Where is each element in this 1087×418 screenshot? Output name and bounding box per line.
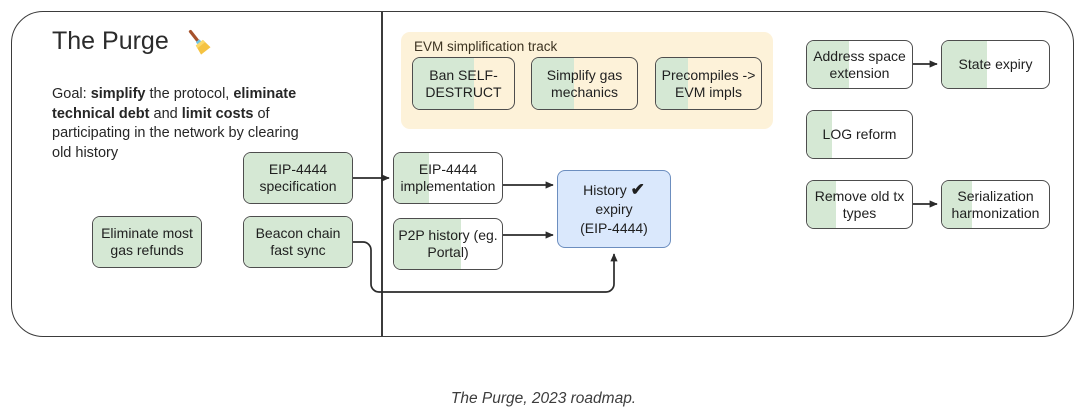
goal-bold-technical-debt: eliminate technical debt: [52, 86, 297, 122]
goal-bold-limit-costs: limit costs: [181, 105, 254, 122]
progress-wash: [807, 181, 837, 228]
progress-wash: [807, 111, 833, 158]
figure-caption: The Purge, 2023 roadmap.: [450, 390, 637, 407]
progress-wash: [942, 41, 987, 88]
node-precompiles-evm-impls[interactable]: Precompiles -> EVM impls: [655, 57, 762, 110]
goal-mid-2: and: [149, 105, 182, 122]
title-row: The Purge: [52, 26, 213, 56]
milestone-line-1: History: [583, 181, 627, 198]
node-label: EIP-4444 specification: [259, 161, 337, 194]
node-address-space-extension[interactable]: Address space extension: [806, 40, 913, 89]
goal-bold-simplify: simplify: [90, 86, 146, 102]
node-state-expiry[interactable]: State expiry: [941, 40, 1050, 89]
node-history-expiry-milestone[interactable]: History ✔ expiry (EIP-4444): [557, 170, 671, 248]
node-eip-4444-implementation[interactable]: EIP-4444 implementation: [393, 152, 503, 204]
node-label: Precompiles -> EVM impls: [661, 66, 756, 100]
node-label: Simplify gas mechanics: [546, 66, 623, 100]
broom-icon: [188, 29, 211, 55]
node-label: P2P history (eg. Portal): [398, 227, 498, 260]
goal-paragraph: Goal: simplify the protocol, eliminate t…: [52, 85, 302, 163]
node-ban-self-destruct[interactable]: Ban SELF-DESTRUCT: [412, 57, 515, 110]
node-label: Eliminate most gas refunds: [101, 225, 193, 258]
node-beacon-chain-fast-sync[interactable]: Beacon chain fast sync: [243, 216, 353, 268]
node-label: Ban SELF-DESTRUCT: [425, 66, 502, 100]
node-eip-4444-specification[interactable]: EIP-4444 specification: [243, 152, 353, 204]
node-label: Remove old tx types: [814, 187, 905, 221]
node-remove-old-tx-types[interactable]: Remove old tx types: [806, 180, 913, 229]
progress-wash: [532, 58, 574, 109]
milestone-line-2: expiry: [595, 200, 633, 217]
node-simplify-gas-mechanics[interactable]: Simplify gas mechanics: [531, 57, 638, 110]
node-label: Address space extension: [813, 47, 906, 81]
goal-mid-1: the protocol,: [145, 86, 234, 102]
progress-wash: [413, 58, 474, 109]
progress-wash: [942, 181, 972, 228]
check-icon: ✔: [630, 179, 645, 199]
node-p2p-history-portal[interactable]: P2P history (eg. Portal): [393, 218, 503, 270]
progress-wash: [244, 153, 352, 203]
milestone-line-3: (EIP-4444): [580, 219, 648, 236]
node-label: EIP-4444 implementation: [400, 161, 496, 194]
node-label: Serialization harmonization: [951, 187, 1040, 221]
node-label: State expiry: [958, 56, 1033, 72]
progress-wash: [807, 41, 849, 88]
progress-wash: [93, 217, 201, 267]
progress-wash: [244, 217, 352, 267]
progress-wash: [656, 58, 688, 109]
node-eliminate-most-gas-refunds[interactable]: Eliminate most gas refunds: [92, 216, 202, 268]
progress-wash: [394, 153, 429, 203]
goal-suffix: of participating in the network by clear…: [52, 105, 299, 161]
page-title: The Purge: [52, 26, 169, 55]
node-label: LOG reform: [822, 126, 897, 142]
node-serialization-harmonization[interactable]: Serialization harmonization: [941, 180, 1050, 229]
evm-track-title: EVM simplification track: [414, 39, 558, 54]
node-label: Beacon chain fast sync: [255, 225, 341, 258]
node-log-reform[interactable]: LOG reform: [806, 110, 913, 159]
node-label: History ✔ expiry (EIP-4444): [576, 181, 652, 238]
section-divider: [381, 12, 383, 337]
goal-prefix: Goal:: [52, 86, 91, 102]
